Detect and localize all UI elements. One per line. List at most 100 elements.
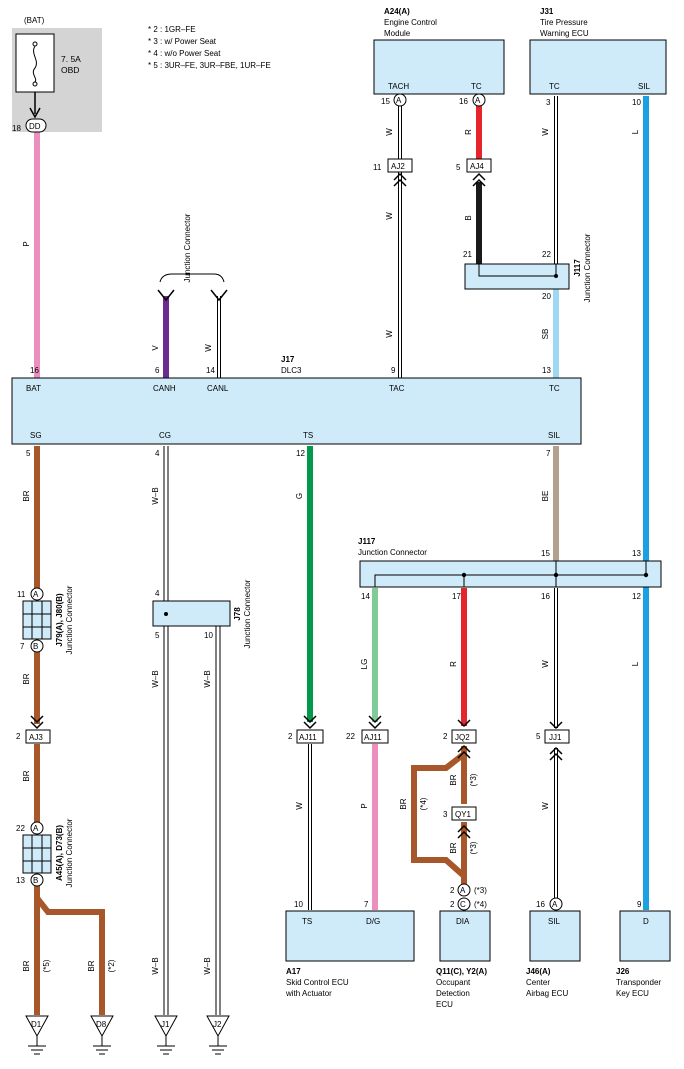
q11-note-c: (*4) [474,900,487,909]
j17-name: DLC3 [281,366,302,375]
a45-name: Junction Connector [65,818,74,887]
a45-conn-bottom: B [33,876,38,885]
j79-code: J79(A), J80(B) [55,593,64,647]
wl-sil: BE [541,491,550,502]
j46-connector: 16 A [536,897,563,911]
ground-j1-label: J1 [161,1020,170,1029]
j17-tc: TC [549,384,560,393]
j17-pin-ts: 12 [296,449,305,458]
j31-pin-sil: 10 [632,98,641,107]
j17-canl: CANL [207,384,229,393]
junction-a45: 22 A B 13 A45(A), D73(B) Junction Connec… [16,818,74,887]
j78-pin-left: 5 [155,631,160,640]
fuse-pin: 18 [12,124,21,133]
wl-w16: W [541,660,550,668]
j46-sil: SIL [548,917,561,926]
aj3-label: AJ3 [29,733,43,742]
wl-jj1-w: W [541,802,550,810]
a45-pin-bottom: 13 [16,876,25,885]
a17-name2: with Actuator [285,989,332,998]
inline-aj4: 5 AJ4 [456,158,492,187]
j17-pin-sil: 7 [546,449,551,458]
a17-ts: TS [302,917,312,926]
inline-aj2: 11 AJ2 [373,158,413,187]
j46-conn: A [552,900,558,909]
a17-pin-ts: 10 [294,900,303,909]
dlc3-j17: J17 DLC3 16 6 14 9 13 BAT CANH CANL TAC … [11,355,582,458]
tpms-j31: J31 Tire Pressure Warning ECU TC SIL 3 1… [529,7,667,107]
j117m-pin14: 14 [361,592,370,601]
j17-code: J17 [281,355,295,364]
wl-br3b: BR [449,842,458,853]
wl-tc-up: R [464,129,473,135]
j26-code: J26 [616,967,630,976]
fuse-source: (BAT) [24,16,45,25]
j117t-pin-in: 22 [542,250,551,259]
wire-labels: P V W W W W R B W L SB BR BR BR W–B W–B … [22,128,640,975]
wl-sg3: BR [22,770,31,781]
aj11a-pin: 2 [288,732,293,741]
junction-j79: 11 A B 7 J79(A), J80(B) Junction Connect… [17,585,74,654]
q11-conn-c: C [460,900,466,909]
wl-aj11-p: P [360,803,369,808]
j26-name2: Key ECU [616,989,649,998]
q11-name1: Occupant [436,978,471,987]
j46-name2: Airbag ECU [526,989,568,998]
note-2: * 2 : 1GR–FE [148,25,196,34]
wire-cg-wb [163,446,221,1015]
wl-sg2: BR [22,673,31,684]
wl-tach-up: W [385,128,394,136]
aj3-pin: 2 [16,732,21,741]
j17-tac: TAC [389,384,405,393]
aj2-pin: 11 [373,163,382,172]
wl-sg1: BR [22,490,31,501]
j26-pin: 9 [637,900,642,909]
note-3: * 3 : w/ Power Seat [148,37,217,46]
wl-canl: W [204,344,213,352]
j17-sg: SG [30,431,42,440]
qy1-label: QY1 [455,810,472,819]
jq2-label: JQ2 [455,733,470,742]
aj11b-label: AJ11 [364,733,382,742]
wl-j31-sil: L [631,129,640,134]
fuse-panel: (BAT) 7. 5A OBD 18 DD [12,16,102,133]
j31-code: J31 [540,7,554,16]
aj4-label: AJ4 [470,162,484,171]
j31-sil: SIL [638,82,651,91]
wl-g-wb2: W–B [203,957,212,974]
q11-connectors: 2 A (*3) 2 C (*4) [450,883,487,911]
a17-pin-dg: 7 [364,900,369,909]
can-junction: Junction Connector [157,213,228,302]
wl-l12: L [631,661,640,666]
inline-aj3: 2 AJ3 [16,715,51,744]
wl-g-br2: BR [87,960,96,971]
wl-cg: W–B [151,487,160,504]
notes: * 2 : 1GR–FE * 3 : w/ Power Seat * 4 : w… [148,25,271,70]
ecm-a24: A24(A) Engine Control Module TACH TC 15 … [373,7,505,107]
ground-j2-label: J2 [213,1020,222,1029]
j17-sil: SIL [548,431,561,440]
inline-qy1: 3 QY1 [443,806,477,839]
wl-br3: BR [449,774,458,785]
wl-br3n: (*3) [469,773,478,786]
j78-pin-top: 4 [155,589,160,598]
j17-canh: CANH [153,384,176,393]
j26-name1: Transponder [616,978,661,987]
a24-code: A24(A) [384,7,410,16]
jj1-pin: 5 [536,732,541,741]
wl-lg: LG [360,659,369,670]
j117t-pin-left: 21 [463,250,472,259]
wl-br4: BR [399,798,408,809]
jj1-label: JJ1 [549,733,562,742]
j17-ts: TS [303,431,313,440]
a24-name2: Module [384,29,411,38]
a17-dg: D/G [366,917,380,926]
ecu-j46: SIL J46(A) Center Airbag ECU [526,910,581,998]
j117m-pin13: 13 [632,549,641,558]
j31-name1: Tire Pressure [540,18,588,27]
grounds: D1 D8 J1 J2 [25,1015,230,1055]
fuse-rating: 7. 5A [61,54,81,64]
junction-j117-mid: J117 Junction Connector 15 13 14 17 16 1… [358,537,662,601]
ecu-j26: 9 D J26 Transponder Key ECU [616,900,671,998]
